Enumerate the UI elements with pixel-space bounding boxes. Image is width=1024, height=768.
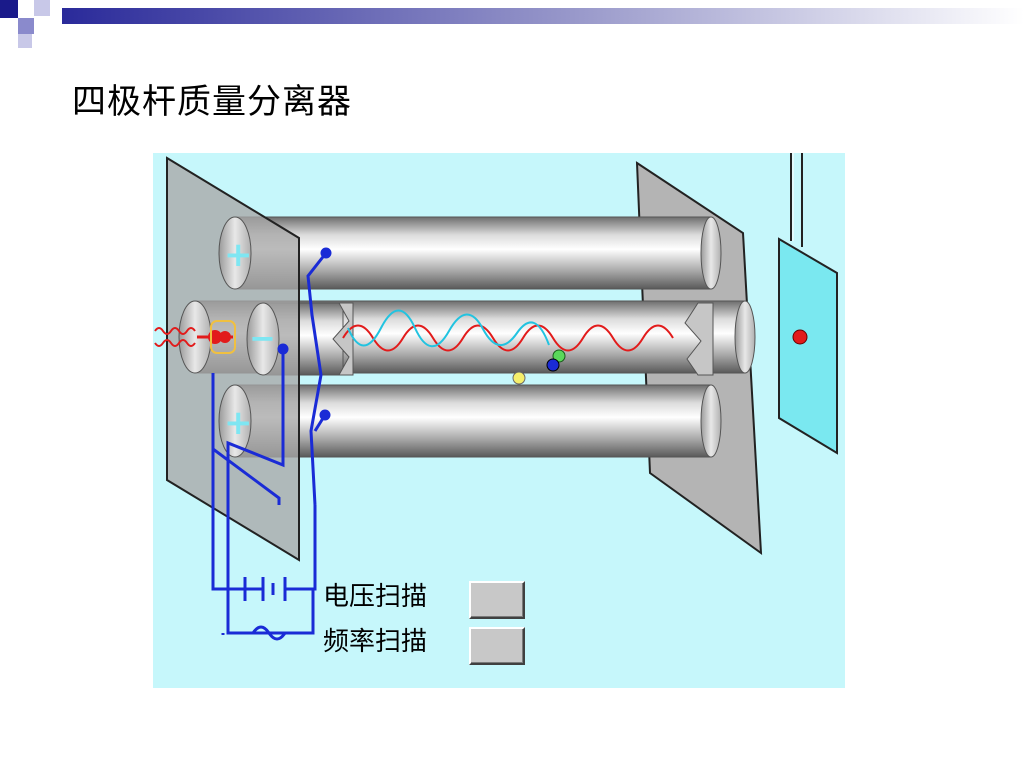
- header-square-mid: [18, 18, 34, 34]
- rod-front-polarity: −: [249, 319, 276, 357]
- rod-bottom-end: [218, 384, 252, 458]
- header-square-light-2: [18, 34, 32, 48]
- voltage-scan-label: 电压扫描: [323, 582, 428, 612]
- ion-source: [154, 320, 236, 354]
- ion-green: [552, 349, 566, 363]
- rod-top: [234, 216, 712, 290]
- frequency-scan-button[interactable]: [469, 627, 525, 665]
- rod-bottom-polarity: +: [224, 403, 253, 443]
- quadrupole-diagram: + + −: [153, 153, 845, 688]
- rod-top-end: [218, 216, 252, 290]
- detector-plate: [778, 237, 838, 455]
- voltage-scan-button[interactable]: [469, 581, 525, 619]
- frequency-scan-label: 频率扫描: [323, 627, 428, 657]
- header-square-light: [34, 0, 50, 16]
- header-square-dark: [0, 0, 18, 18]
- detected-ion-dot: [792, 329, 808, 345]
- page-title: 四极杆质量分离器: [72, 82, 352, 122]
- ac-sine-icon: [228, 625, 313, 641]
- header-gradient-bar: [62, 8, 1024, 24]
- slide-header-decoration: [0, 0, 1024, 48]
- rod-bottom: [234, 384, 712, 458]
- ion-yellow: [512, 371, 526, 385]
- diagram-canvas: + + −: [154, 153, 838, 641]
- ion-path-nonresonant: [347, 309, 550, 348]
- rod-front-end: [246, 302, 280, 376]
- dc-battery-icon: [243, 577, 315, 601]
- ion-path-resonant: [342, 324, 674, 352]
- rod-top-polarity: +: [224, 235, 253, 275]
- ion-blue: [546, 358, 560, 372]
